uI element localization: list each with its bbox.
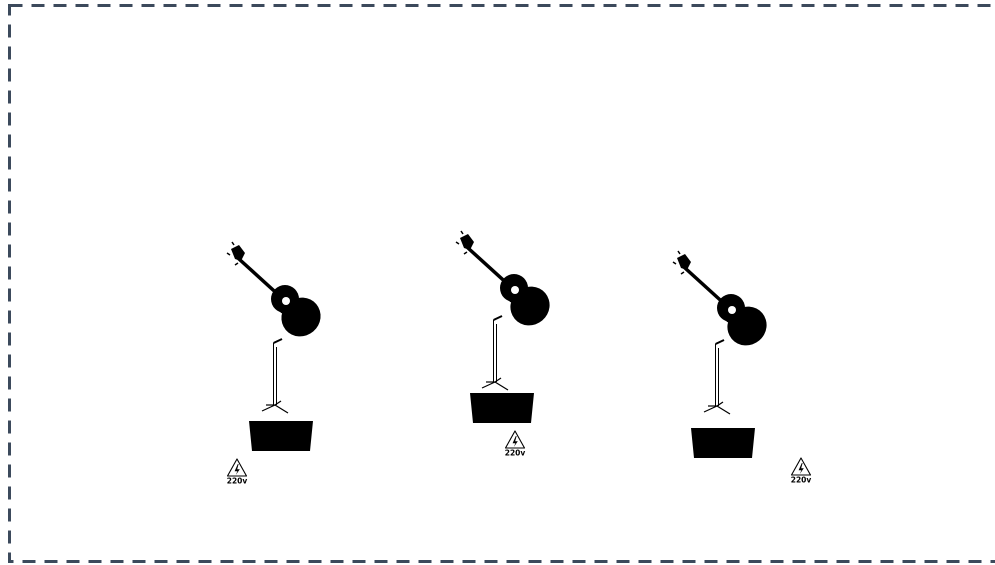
station-1: 220v — [227, 242, 329, 486]
acoustic-guitar-icon — [227, 242, 329, 344]
power-label: 220v — [791, 476, 812, 485]
microphone-stand-icon — [262, 339, 288, 413]
amplifier-wedge-icon — [249, 421, 313, 451]
power-drop: 220v — [505, 431, 526, 458]
power-label: 220v — [227, 477, 248, 486]
power-drop: 220v — [227, 459, 248, 486]
microphone-stand-icon — [482, 316, 508, 390]
acoustic-guitar-icon — [673, 251, 775, 353]
amplifier-wedge-icon — [691, 428, 755, 458]
high-voltage-warning-icon — [228, 459, 247, 476]
station-3: 220v — [673, 251, 811, 485]
power-drop: 220v — [791, 458, 812, 485]
station-2: 220v — [456, 231, 558, 458]
power-label: 220v — [505, 449, 526, 458]
amplifier-wedge-icon — [470, 393, 534, 423]
high-voltage-warning-icon — [792, 458, 811, 475]
microphone-stand-icon — [704, 340, 730, 414]
high-voltage-warning-icon — [506, 431, 525, 448]
acoustic-guitar-icon — [456, 231, 558, 333]
